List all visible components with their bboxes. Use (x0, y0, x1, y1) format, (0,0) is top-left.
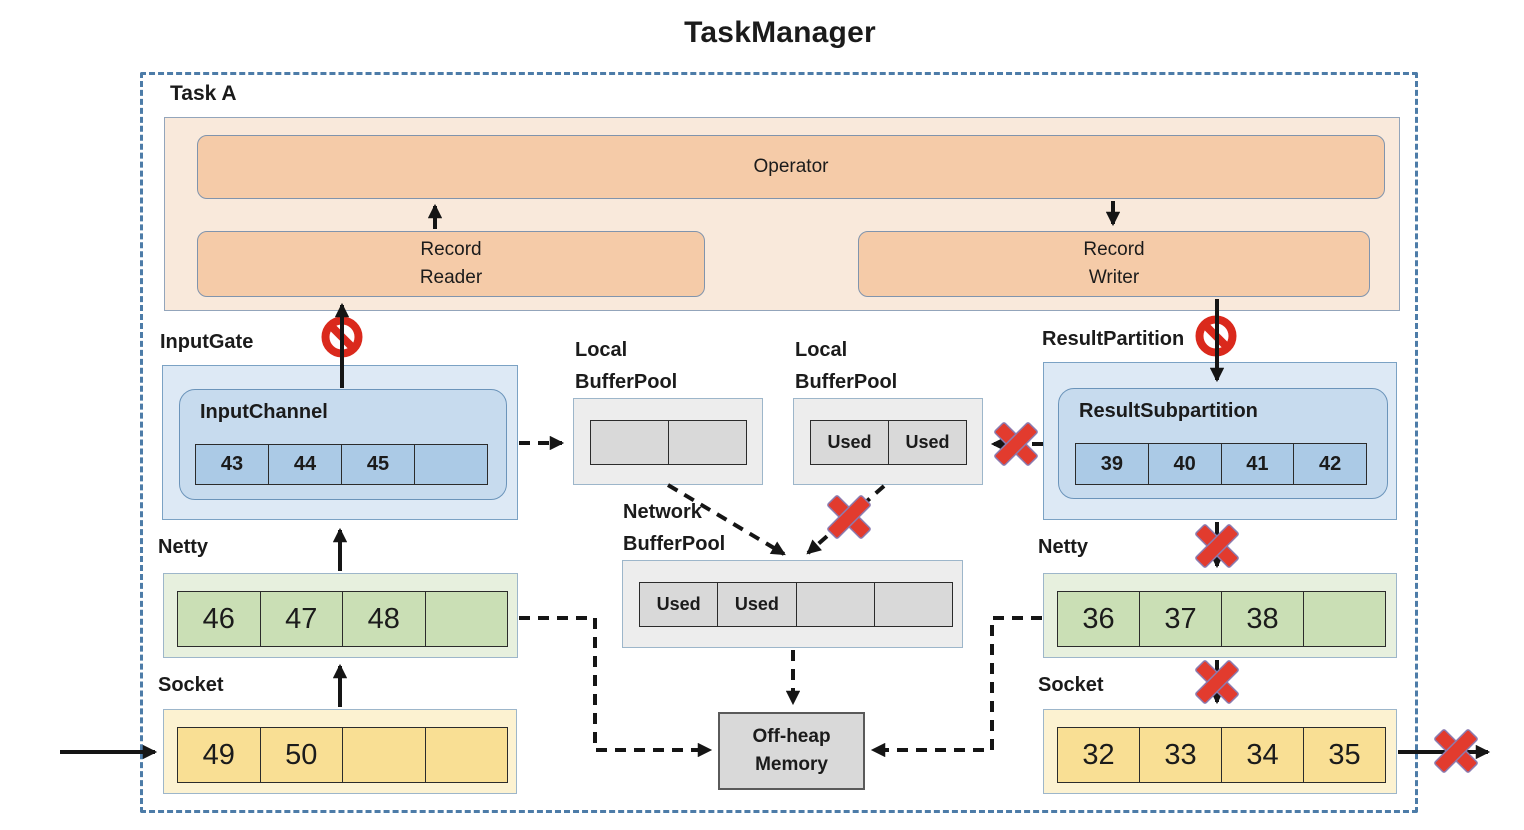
task-a-label: Task A (170, 82, 237, 105)
buffer-cell (343, 727, 426, 783)
buffer-cell: Used (718, 582, 797, 627)
buffer-cell (425, 591, 508, 647)
buffer-cell (590, 420, 669, 465)
socket-right-box: 32 33 34 35 (1043, 709, 1397, 794)
socket-left-cells: 49 50 (177, 727, 508, 783)
buffer-cell (669, 420, 747, 465)
input-gate-label: InputGate (160, 331, 254, 353)
buffer-cell: 42 (1294, 443, 1367, 485)
result-partition-box: ResultSubpartition 39 40 41 42 (1043, 362, 1397, 520)
buffer-cell: 49 (177, 727, 261, 783)
socket-right-label: Socket (1038, 674, 1104, 696)
buffer-cell: 44 (269, 444, 342, 485)
netty-left-cells: 46 47 48 (177, 591, 508, 647)
netty-right-box: 36 37 38 (1043, 573, 1397, 658)
buffer-cell: 43 (195, 444, 269, 485)
buffer-cell: 35 (1304, 727, 1386, 783)
buffer-cell (796, 582, 875, 627)
buffer-cell (1304, 591, 1386, 647)
network-buffer-pool-cells: Used Used (639, 582, 953, 627)
buffer-cell: 33 (1140, 727, 1222, 783)
result-subpartition-label: ResultSubpartition (1079, 400, 1258, 422)
buffer-cell (874, 582, 953, 627)
local-buffer-pool-right-cells: Used Used (810, 420, 967, 465)
result-partition-label: ResultPartition (1042, 328, 1185, 350)
buffer-cell (425, 727, 508, 783)
input-channel-label: InputChannel (200, 401, 328, 423)
buffer-cell (415, 444, 488, 485)
record-writer-box: Record Writer (858, 231, 1370, 297)
local-buffer-pool-left-cells (590, 420, 747, 465)
buffer-cell: 40 (1148, 443, 1222, 485)
socket-right-cells: 32 33 34 35 (1057, 727, 1386, 783)
buffer-cell: 34 (1222, 727, 1304, 783)
buffer-cell: Used (889, 420, 967, 465)
buffer-cell: 32 (1057, 727, 1140, 783)
local-buffer-pool-left-label: Local BufferPool (575, 339, 678, 393)
buffer-cell: 46 (177, 591, 261, 647)
buffer-cell: 47 (260, 591, 343, 647)
netty-left-box: 46 47 48 (163, 573, 518, 658)
input-gate-box: InputChannel 43 44 45 (162, 365, 518, 520)
netty-left-label: Netty (158, 536, 209, 558)
socket-left-box: 49 50 (163, 709, 517, 794)
buffer-cell: Used (810, 420, 889, 465)
local-buffer-pool-right-label: Local BufferPool (795, 339, 898, 393)
taskmanager-dashed-border (140, 72, 1418, 813)
buffer-cell: 41 (1221, 443, 1295, 485)
operator-box: Operator (197, 135, 1385, 199)
buffer-cell: 39 (1075, 443, 1149, 485)
input-channel-cells: 43 44 45 (195, 444, 488, 485)
buffer-cell: 38 (1222, 591, 1304, 647)
buffer-cell: 50 (260, 727, 343, 783)
x-mark-icon-external-out (1434, 729, 1478, 773)
result-subpartition-box: ResultSubpartition 39 40 41 42 (1058, 388, 1388, 499)
local-buffer-pool-right-box: Used Used (793, 398, 983, 485)
input-channel-box: InputChannel 43 44 45 (179, 389, 507, 500)
record-reader-box: Record Reader (197, 231, 705, 297)
buffer-cell: 37 (1140, 591, 1222, 647)
network-buffer-pool-box: Used Used (622, 560, 963, 648)
result-subpartition-cells: 39 40 41 42 (1075, 443, 1367, 485)
netty-right-cells: 36 37 38 (1057, 591, 1386, 647)
buffer-cell: Used (639, 582, 719, 627)
buffer-cell: 45 (342, 444, 415, 485)
buffer-cell: 36 (1057, 591, 1140, 647)
page-title: TaskManager (684, 16, 876, 49)
network-buffer-pool-label: Network BufferPool (623, 501, 726, 555)
socket-left-label: Socket (158, 674, 224, 696)
off-heap-memory-box: Off-heap Memory (718, 712, 865, 790)
buffer-cell: 48 (343, 591, 426, 647)
netty-right-label: Netty (1038, 536, 1089, 558)
local-buffer-pool-left-box (573, 398, 763, 485)
